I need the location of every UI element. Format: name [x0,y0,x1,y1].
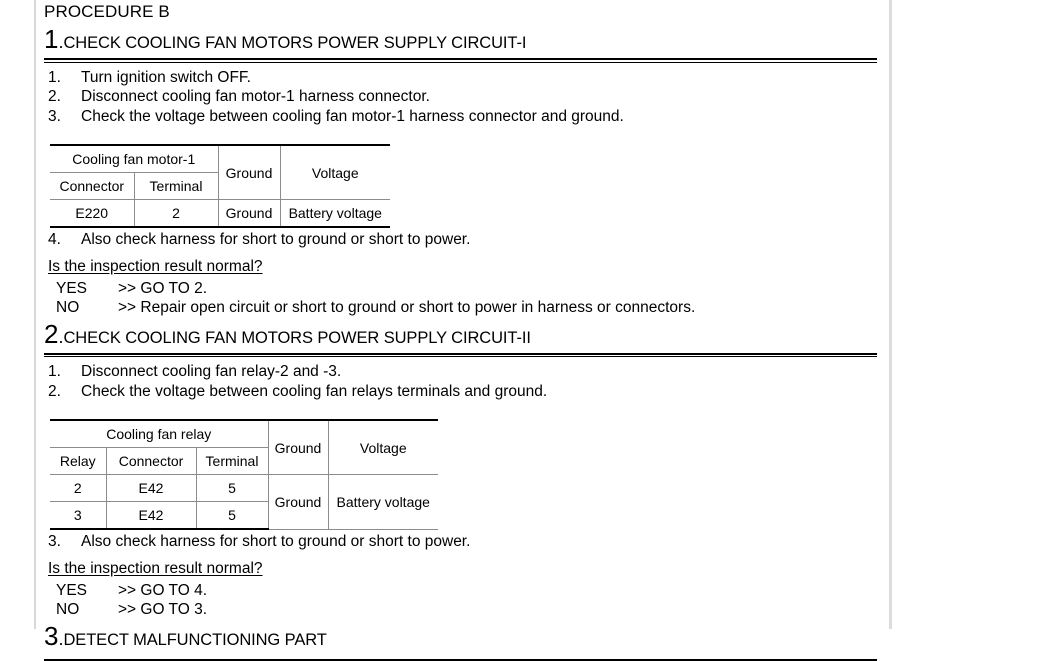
cell-relay: 2 [50,474,107,502]
answer-value-yes: >> GO TO 4. [118,581,208,599]
answer-key-yes: YES [56,581,88,599]
section-heading-2: 2 . CHECK COOLING FAN MOTORS POWER SUPPL… [44,320,884,352]
step-number: 4. [48,231,61,248]
answer-value-no: >> Repair open circuit or short to groun… [118,299,696,316]
section-caption-1: CHECK COOLING FAN MOTORS POWER SUPPLY CI… [63,34,527,52]
section-number-3: 3 [44,620,59,651]
table-row: 3 E42 5 [50,501,438,530]
table-group-header: Cooling fan relay [50,419,269,448]
step-text: Check the voltage between cooling fan mo… [81,107,624,125]
cell-voltage: Battery voltage [327,474,438,530]
step-item: 1. Disconnect cooling fan relay-2 and -3… [44,362,884,382]
step-number: 1. [48,68,61,86]
answer-key-no: NO [56,299,80,316]
table-row: Connector Terminal [50,172,390,200]
step-list-1: 1. Turn ignition switch OFF. 2. Disconne… [44,68,884,127]
table-header-connector: Connector [105,447,197,475]
inspection-question-2: Is the inspection result normal? [48,559,263,577]
cell-connector: E42 [105,474,197,502]
step-item: 2. Check the voltage between cooling fan… [44,382,884,402]
page-title: PROCEDURE B [44,2,170,21]
post-step-list-2: 3. Also check harness for short to groun… [44,532,884,552]
section-dot-2: . [58,326,64,347]
step-text: Disconnect cooling fan motor-1 harness c… [81,88,430,105]
step-item: 3. Also check harness for short to groun… [44,532,884,552]
step-number: 2. [48,382,61,400]
answer-key-yes: YES [56,279,88,297]
step-text: Turn ignition switch OFF. [81,68,251,86]
step-number: 3. [48,107,61,125]
cell-ground: Ground [217,199,281,228]
cell-terminal: 5 [195,501,269,530]
step-item: 4. Also check harness for short to groun… [44,230,884,250]
step-number: 3. [48,533,61,550]
table-group-header: Cooling fan motor-1 [50,144,219,173]
inspection-question-1: Is the inspection result normal? [48,257,263,275]
measurement-table-1: Cooling fan motor-1 Ground Voltage Conne… [50,144,391,228]
cell-relay: 3 [50,501,107,530]
table-row: Cooling fan motor-1 Ground Voltage [50,144,391,200]
answer-key-no: NO [56,601,80,618]
page-rule-right [889,0,892,629]
step-item: 1. Turn ignition switch OFF. [44,68,884,88]
cell-ground: Ground [267,474,329,530]
step-text: Also check harness for short to ground o… [81,231,471,248]
step-text: Disconnect cooling fan relay-2 and -3. [81,363,342,380]
step-number: 2. [48,88,61,105]
answer-row: YES >> GO TO 2. [56,279,884,299]
section-caption-2: CHECK COOLING FAN MOTORS POWER SUPPLY CI… [63,328,531,347]
answer-row: YES >> GO TO 4. [56,581,884,601]
section-caption-3: DETECT MALFUNCTIONING PART [63,630,327,649]
section-rule-3 [44,658,877,661]
table-header-connector: Connector [50,172,135,200]
table-header-ground: Ground [267,419,329,475]
step-item: 3. Check the voltage between cooling fan… [44,107,884,127]
cell-terminal: 2 [133,199,219,228]
step-number: 1. [48,363,61,380]
table-row: Cooling fan relay Ground Voltage [50,419,438,475]
table-header-terminal: Terminal [195,447,269,475]
step-list-2: 1. Disconnect cooling fan relay-2 and -3… [44,362,884,401]
section-heading-1: 1 . CHECK COOLING FAN MOTORS POWER SUPPL… [44,25,884,57]
cell-connector: E220 [50,199,135,228]
section-rule-1 [44,58,877,63]
cell-voltage: Battery voltage [279,199,391,228]
document-page: PROCEDURE B 1 . CHECK COOLING FAN MOTORS… [44,0,884,661]
section-number-1: 1 [44,24,59,54]
table-header-ground: Ground [217,144,281,200]
answer-list-2: YES >> GO TO 4. NO >> GO TO 3. [44,581,884,620]
answer-list-1: YES >> GO TO 2. NO >> Repair open circui… [44,279,884,318]
table-header-relay: Relay [50,447,107,475]
table-row: 2 E42 5 Ground Battery voltage [50,474,438,530]
section-heading-3: 3 . DETECT MALFUNCTIONING PART [44,622,884,654]
post-step-list-1: 4. Also check harness for short to groun… [44,230,884,250]
table-row: Relay Connector Terminal [50,447,438,475]
measurement-table-2: Cooling fan relay Ground Voltage Relay C… [50,419,438,530]
page-rule-left [34,0,36,629]
table-header-voltage: Voltage [279,144,391,200]
section-number-2: 2 [44,318,59,349]
cell-terminal: 5 [195,474,269,502]
answer-row: NO >> GO TO 3. [56,600,884,620]
table-row: E220 2 Ground Battery voltage [50,199,391,228]
cell-connector: E42 [105,501,197,530]
answer-value-yes: >> GO TO 2. [118,279,208,297]
table-header-terminal: Terminal [133,172,219,200]
section-dot-1: . [58,32,64,52]
step-item: 2. Disconnect cooling fan motor-1 harnes… [44,87,884,107]
table-header-voltage: Voltage [327,419,438,475]
section-rule-2 [44,352,877,357]
step-text: Check the voltage between cooling fan re… [81,382,548,400]
step-text: Also check harness for short to ground o… [81,533,471,550]
answer-row: NO >> Repair open circuit or short to gr… [56,298,884,318]
answer-value-no: >> GO TO 3. [118,601,208,618]
